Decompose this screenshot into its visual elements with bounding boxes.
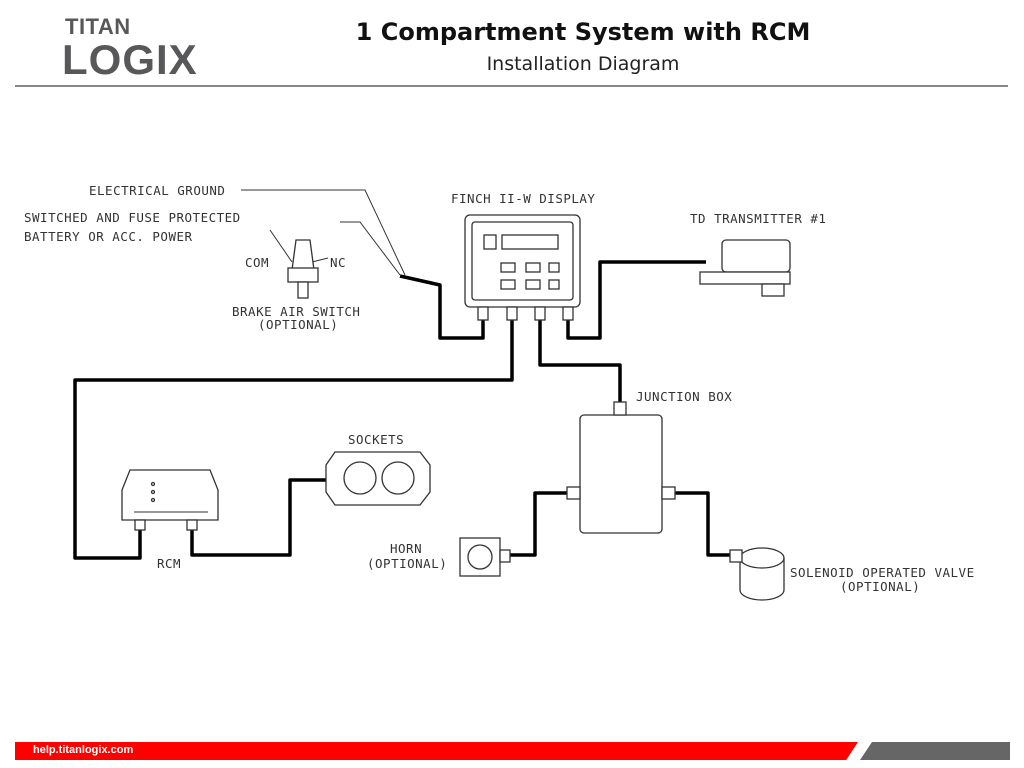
leader-power [340,221,401,276]
solenoid-valve [729,547,785,601]
cables [73,260,738,560]
cable-valve [672,491,738,557]
cable-sockets [190,478,326,557]
footer-gray-bar [860,742,1010,760]
label-electrical-ground: ELECTRICAL GROUND [89,183,225,198]
leader-ground [241,189,406,276]
label-valve-optional: (OPTIONAL) [840,579,920,594]
junction-box [566,401,676,534]
label-power-2: BATTERY OR ACC. POWER [24,229,193,244]
label-horn: HORN [390,541,422,556]
cable-horn [510,491,570,557]
cable-rcm [73,320,514,560]
logo-text-titan: TITAN [65,14,131,39]
label-horn-optional: (OPTIONAL) [367,556,447,571]
label-brake-optional: (OPTIONAL) [258,317,338,332]
label-power-1: SWITCHED AND FUSE PROTECTED [24,210,241,225]
rcm-module [121,469,219,531]
cable-power [399,274,485,340]
td-transmitter [699,239,791,297]
label-valve: SOLENOID OPERATED VALVE [790,565,975,580]
label-rcm: RCM [157,556,181,571]
label-brake: BRAKE AIR SWITCH [232,304,360,319]
leader-switch [269,229,329,263]
page-subtitle: Installation Diagram [486,53,680,75]
label-sockets: SOCKETS [348,432,404,447]
page-title: 1 Compartment System with RCM [355,18,811,46]
sockets [325,451,431,506]
footer-url[interactable]: help.titanlogix.com [33,744,134,756]
footer-bar [15,742,858,760]
label-display: FINCH II-W DISPLAY [451,191,595,206]
brake-air-switch [287,239,319,299]
label-transmitter: TD TRANSMITTER #1 [690,211,826,226]
label-junction: JUNCTION BOX [636,389,732,404]
logo-text-logix: LOGIX [62,36,198,83]
header-divider [15,85,1008,87]
finch-display [464,214,581,321]
label-com: COM [245,255,269,270]
cable-transmitter [566,260,706,340]
horn [459,537,511,577]
label-nc: NC [330,255,346,270]
cable-junction [538,320,622,402]
